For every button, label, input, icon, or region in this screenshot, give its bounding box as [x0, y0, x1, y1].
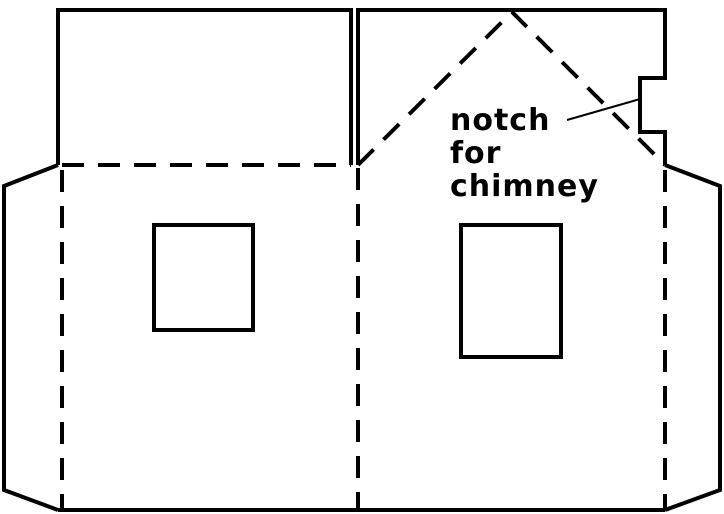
right-window: [459, 223, 563, 359]
label-line-2: for: [450, 136, 502, 171]
left-window: [152, 223, 255, 332]
right-gable-panel-with-chimney-notch: [356, 8, 667, 165]
label-line-1: notch: [450, 103, 551, 138]
left-gable-panel: [56, 8, 353, 165]
label-line-3: chimney: [450, 169, 599, 204]
notch-label: notch for chimney: [450, 104, 599, 203]
leader-line: [566, 98, 641, 121]
left-glue-flap: [2, 163, 59, 512]
roof-fold-triangle: [356, 9, 667, 167]
right-glue-flap: [664, 163, 722, 512]
